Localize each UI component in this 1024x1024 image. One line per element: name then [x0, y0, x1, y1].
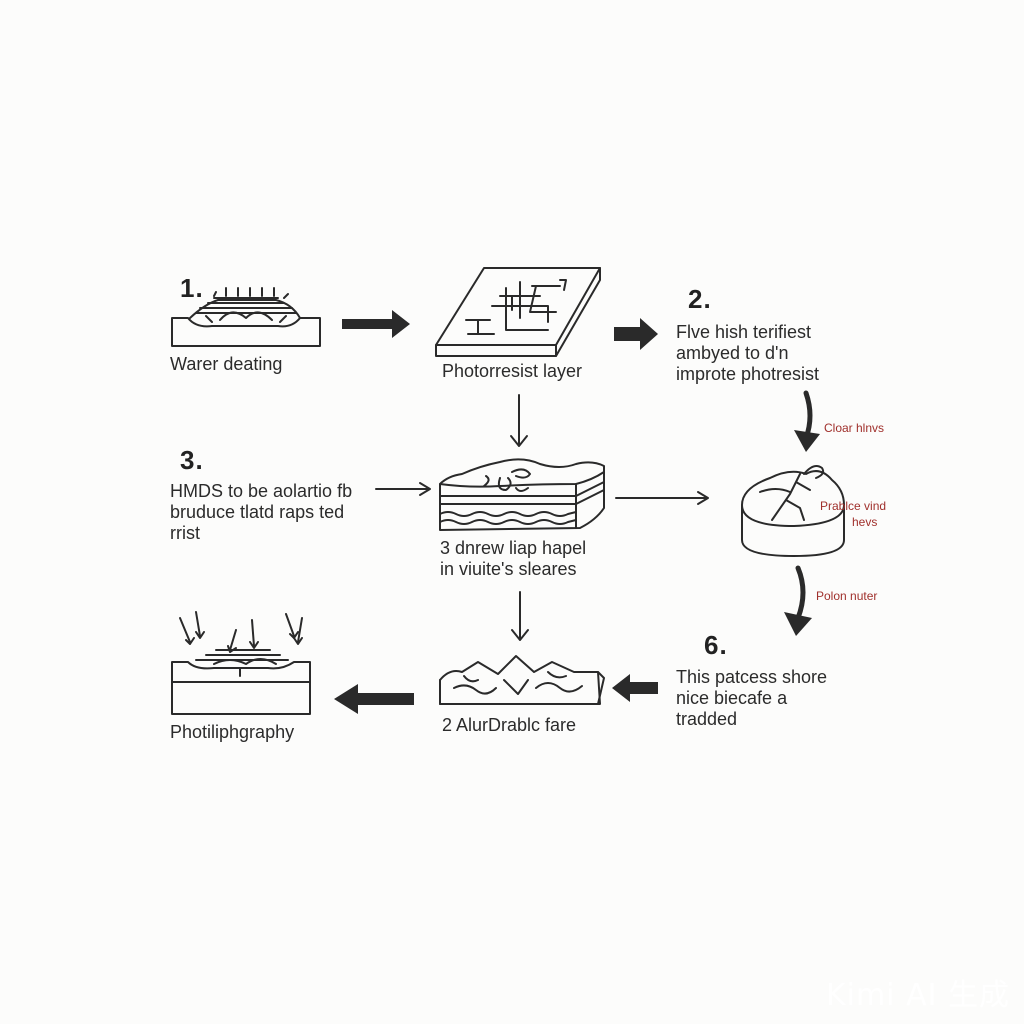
note-clear: Cloar hlnvs: [824, 421, 885, 435]
label-step-6-line-2: nice biecafe a: [676, 688, 788, 708]
note-produce-line-1: Prablce vind: [820, 499, 887, 513]
label-step-6: This patcess shore nice biecafe a tradde…: [676, 667, 827, 730]
dome-disc-illustration: [741, 465, 845, 557]
label-wafer-coating: Warer deating: [170, 354, 283, 374]
note-produce-line-2: hevs: [852, 515, 878, 529]
note-polon: Polon nuter: [816, 589, 878, 603]
arrow-stack-to-dome: [615, 491, 709, 505]
watermark: Kimi AI 生成: [825, 978, 1010, 1013]
layered-stack-illustration: [439, 458, 605, 531]
label-center-line-2: in viuite's sleares: [440, 559, 577, 579]
label-step-3-line-2: bruduce tlatd raps ted: [170, 502, 345, 522]
curved-arrow-to-dome: [803, 390, 813, 441]
step-number-3: 3.: [180, 445, 204, 475]
arrow-step-6-to-surface: [612, 674, 658, 702]
label-step-2-line-1: Flve hish terifiest: [676, 322, 812, 342]
arrow-to-step-2: [614, 318, 658, 350]
label-photolithography: Photiliphgraphy: [170, 722, 295, 742]
arrow-stack-down: [511, 591, 529, 641]
step-number-6: 6.: [704, 630, 728, 660]
label-step-2: Flve hish terifiest ambyed to d'n improt…: [676, 322, 819, 385]
developed-surface-illustration: [439, 655, 605, 705]
label-step-3-line-1: HMDS to be aolartio fb: [170, 481, 353, 501]
arrow-to-photolithography: [334, 684, 414, 714]
photoresist-layer-illustration: [435, 267, 601, 357]
label-center-line-1: 3 dnrew liap hapel: [440, 538, 587, 558]
wafer-coating-illustration: [171, 287, 321, 347]
photolithography-illustration: [171, 611, 311, 715]
step-number-2: 2.: [688, 284, 712, 314]
label-step-2-line-2: ambyed to d'n: [676, 343, 789, 363]
label-photoresist-layer: Photorresist layer: [442, 361, 583, 381]
label-lower-center: 2 AlurDrablc fare: [442, 715, 577, 735]
note-produce: Prablce vind hevs: [820, 498, 886, 530]
label-step-3-line-3: rrist: [170, 523, 200, 543]
label-step-6-line-3: tradded: [676, 709, 738, 729]
step-number-1: 1.: [180, 273, 204, 303]
curved-arrow-to-step-6: [795, 565, 806, 621]
label-step-2-line-3: improte photresist: [676, 364, 820, 384]
arrow-photoresist-down: [510, 394, 528, 447]
label-step-3: HMDS to be aolartio fb bruduce tlatd rap…: [170, 481, 352, 544]
label-step-6-line-1: This patcess shore: [676, 667, 828, 687]
arrow-1-to-2: [342, 310, 410, 338]
arrow-step-3-to-stack: [375, 482, 431, 496]
label-center: 3 dnrew liap hapel in viuite's sleares: [440, 538, 586, 580]
